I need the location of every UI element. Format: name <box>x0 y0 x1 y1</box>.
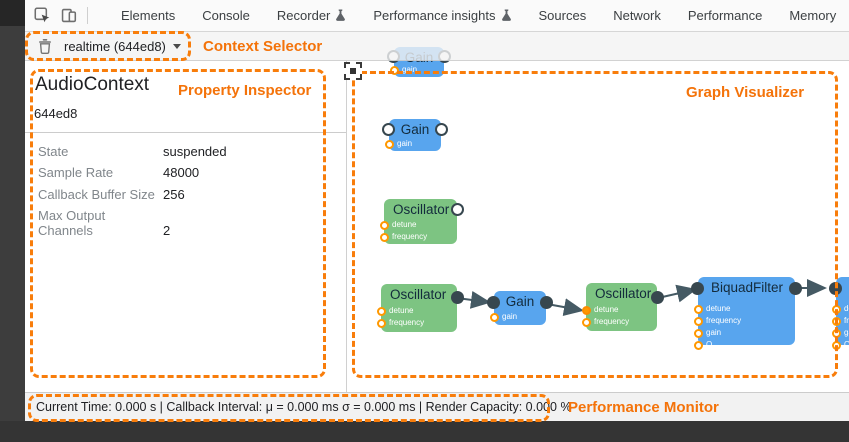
audio-param: frequency <box>832 315 849 327</box>
inspect-element-icon[interactable] <box>34 7 51 24</box>
audio-node-oscillator-3[interactable]: Oscillator detune frequency <box>582 283 664 331</box>
input-port <box>382 123 395 136</box>
tab-sources[interactable]: Sources <box>538 8 587 23</box>
experiment-flask-icon <box>501 9 511 21</box>
output-port <box>789 282 802 295</box>
audio-param: gain <box>694 327 795 339</box>
audio-param: frequency <box>582 316 657 328</box>
chevron-down-icon[interactable] <box>172 43 181 49</box>
input-port <box>691 282 704 295</box>
audio-param: detune <box>380 219 457 231</box>
param-port <box>832 317 841 326</box>
node-title: Oscillator <box>595 286 652 301</box>
tab-console[interactable]: Console <box>202 8 250 23</box>
experiment-flask-icon <box>336 9 346 21</box>
rail-corner <box>0 0 25 26</box>
audio-node-biquadfilter-2[interactable]: BiquadFilter detune frequency gain Q <box>829 277 849 350</box>
node-title: BiquadFilter <box>711 280 784 295</box>
performance-monitor-bar: Current Time: 0.000 s | Callback Interva… <box>25 392 849 421</box>
output-port <box>651 291 664 304</box>
audio-param: detune <box>377 305 457 317</box>
output-port <box>451 203 464 216</box>
tab-network[interactable]: Network <box>613 8 661 23</box>
context-id: 644ed8 <box>34 106 78 121</box>
tab-elements[interactable]: Elements <box>121 8 176 23</box>
audio-param: detune <box>832 303 849 315</box>
param-port <box>694 341 703 350</box>
param-port <box>694 329 703 338</box>
param-port <box>490 313 499 322</box>
node-title: Oscillator <box>393 202 450 217</box>
toolbar-separator <box>87 7 88 24</box>
context-selector-bar: realtime (644ed8) <box>25 32 849 61</box>
audio-node-biquadfilter-1[interactable]: BiquadFilter detune frequency gain Q <box>691 277 802 350</box>
panel-divider[interactable] <box>346 61 347 392</box>
audio-node-oscillator-2[interactable]: Oscillator detune frequency <box>377 284 464 332</box>
audio-node-oscillator-1[interactable]: Oscillator detune frequency <box>380 199 464 244</box>
output-port <box>451 291 464 304</box>
audiocontext-title: AudioContext <box>35 74 150 95</box>
param-port <box>380 221 389 230</box>
node-title: Gain <box>505 294 535 309</box>
audio-param: frequency <box>380 231 457 243</box>
audio-param: Q <box>832 339 849 351</box>
trash-icon[interactable] <box>38 38 52 54</box>
audio-node-gain-3[interactable]: Gain gain <box>487 291 553 325</box>
param-port <box>380 233 389 242</box>
audio-param: frequency <box>377 317 457 329</box>
node-title: Gain <box>400 122 430 137</box>
browser-chrome-bottom <box>0 421 849 442</box>
param-port <box>694 317 703 326</box>
audio-param: gain <box>832 327 849 339</box>
audio-node-gain-2[interactable]: Gain gain <box>382 119 448 151</box>
tab-recorder[interactable]: Recorder <box>276 8 331 23</box>
param-port <box>694 305 703 314</box>
param-port <box>832 341 841 350</box>
annotation-corner-handle <box>344 62 362 80</box>
param-port <box>832 329 841 338</box>
audio-param: gain <box>490 311 546 323</box>
param-port-connected <box>582 306 591 315</box>
audio-param: gain <box>385 138 441 150</box>
tab-performance-insights[interactable]: Performance insights <box>373 8 496 23</box>
node-title: Oscillator <box>390 287 447 302</box>
param-port <box>390 66 399 75</box>
audio-param: Q <box>694 339 795 351</box>
inspector-divider <box>25 132 346 133</box>
device-toolbar-icon[interactable] <box>60 7 77 24</box>
param-port <box>385 140 394 149</box>
audio-param: detune <box>582 304 657 316</box>
input-port <box>487 296 500 309</box>
devtools-left-rail <box>0 0 25 421</box>
param-port <box>377 319 386 328</box>
param-port <box>377 307 386 316</box>
performance-monitor-text: Current Time: 0.000 s | Callback Interva… <box>36 400 572 414</box>
tab-performance[interactable]: Performance <box>687 8 763 23</box>
audio-param: detune <box>694 303 795 315</box>
devtools-toolbar: Elements Console Recorder Performance in… <box>25 0 849 32</box>
tab-memory[interactable]: Memory <box>789 8 837 23</box>
output-port <box>540 296 553 309</box>
output-port <box>435 123 448 136</box>
param-port <box>582 318 591 327</box>
input-port <box>829 282 842 295</box>
context-dropdown[interactable]: realtime (644ed8) <box>64 38 166 54</box>
param-port <box>832 305 841 314</box>
audio-param: gain <box>390 64 444 76</box>
audio-param: frequency <box>694 315 795 327</box>
